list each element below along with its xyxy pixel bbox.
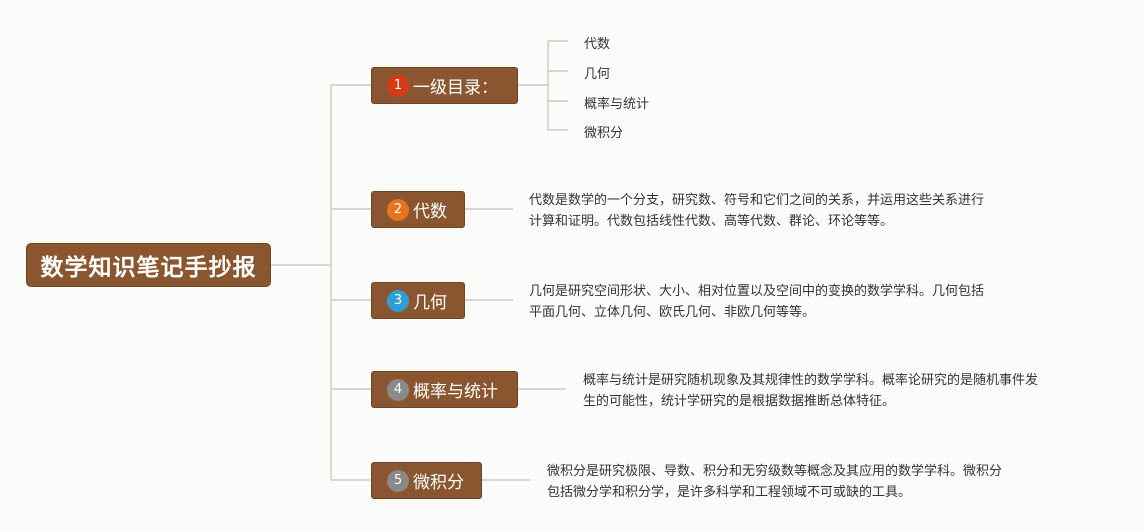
- probability-statistics-description: 概率与统计是研究随机现象及其规律性的数学学科。概率论研究的是随机事件发 生的可能…: [583, 370, 1038, 412]
- algebra-description: 代数是数学的一个分支，研究数、符号和它们之间的关系，并运用这些关系进行 计算和证…: [529, 190, 984, 232]
- branch-calculus: 5 微积分: [371, 462, 482, 499]
- description-line: 生的可能性，统计学研究的是根据数据推断总体特征。: [583, 394, 896, 409]
- outline-item-calculus: 微积分: [584, 126, 624, 141]
- description-line: 几何是研究空间形状、大小、相对位置以及空间中的变换的数学学科。几何包括: [529, 284, 985, 299]
- number-2-icon: 2: [387, 198, 409, 221]
- branch-label: 一级目录：: [413, 78, 498, 98]
- branch-algebra: 2 代数: [371, 191, 465, 228]
- description-line: 代数是数学的一个分支，研究数、符号和它们之间的关系，并运用这些关系进行: [529, 193, 985, 208]
- description-line: 平面几何、立体几何、欧氏几何、非欧几何等等。: [529, 305, 816, 320]
- outline-item-geometry: 几何: [584, 67, 611, 82]
- number-4-icon: 4: [387, 378, 409, 401]
- number-3-icon: 3: [387, 289, 409, 312]
- branch-outline: 1 一级目录：: [371, 67, 518, 104]
- geometry-description: 几何是研究空间形状、大小、相对位置以及空间中的变换的数学学科。几何包括 平面几何…: [529, 281, 984, 323]
- root-node: 数学知识笔记手抄报: [26, 243, 271, 287]
- number-1-icon: 1: [387, 74, 409, 97]
- branch-label: 几何: [413, 293, 447, 313]
- calculus-description: 微积分是研究极限、导数、积分和无穷级数等概念及其应用的数学学科。微积分 包括微分…: [547, 461, 1002, 503]
- outline-item-probability-statistics: 概率与统计: [584, 97, 650, 112]
- number-5-icon: 5: [387, 469, 409, 492]
- branch-label: 代数: [413, 202, 447, 222]
- branch-geometry: 3 几何: [371, 282, 465, 319]
- branch-label: 微积分: [413, 473, 464, 493]
- description-line: 微积分是研究极限、导数、积分和无穷级数等概念及其应用的数学学科。微积分: [547, 464, 1003, 479]
- branch-probability-statistics: 4 概率与统计: [371, 371, 518, 408]
- description-line: 概率与统计是研究随机现象及其规律性的数学学科。概率论研究的是随机事件发: [583, 373, 1039, 388]
- outline-item-algebra: 代数: [584, 37, 611, 52]
- root-title: 数学知识笔记手抄报: [40, 255, 257, 281]
- description-line: 计算和证明。代数包括线性代数、高等代数、群论、环论等等。: [529, 214, 894, 229]
- description-line: 包括微分学和积分学，是许多科学和工程领域不可或缺的工具。: [547, 485, 912, 500]
- branch-label: 概率与统计: [413, 382, 498, 402]
